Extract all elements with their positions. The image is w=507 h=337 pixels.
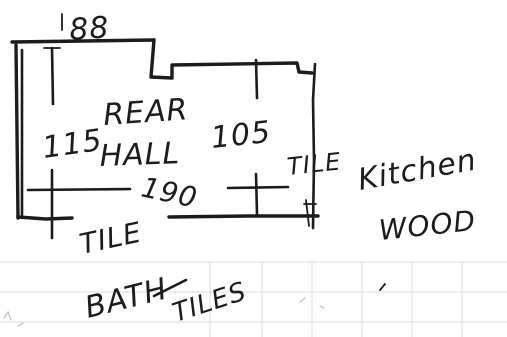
outline-left-wall xyxy=(14,43,20,220)
room-outline xyxy=(10,38,320,230)
horizontal-dimension-right xyxy=(226,185,290,190)
right-vertical-dimension xyxy=(254,58,259,100)
background-grid xyxy=(0,261,507,337)
bottom-dimension-label: 190 xyxy=(139,171,201,215)
room-name-line1: REAR xyxy=(102,92,189,133)
bath-label: BATH xyxy=(81,272,171,326)
outline-top-left xyxy=(10,38,156,44)
left-vertical-dimension xyxy=(50,46,55,106)
stray-mark xyxy=(379,283,386,291)
below-material-label: TILE xyxy=(77,216,145,261)
right-dimension-label: 105 xyxy=(209,115,273,156)
kitchen-material-label: WOOD xyxy=(377,204,477,247)
top-dimension-label: 88 xyxy=(68,10,111,48)
outline-notch xyxy=(149,38,314,80)
dimension-lines xyxy=(26,13,290,240)
right-vertical-dimension-lower xyxy=(254,172,259,216)
room-name-line2: HALL xyxy=(99,136,181,174)
kitchen-label: Kitchen xyxy=(355,143,479,198)
right-material-label: TILE xyxy=(286,147,343,181)
outline-bottom-right xyxy=(167,214,320,219)
outline-right-wall xyxy=(311,62,317,230)
slash-mark xyxy=(152,278,188,298)
horizontal-dimension-left xyxy=(26,187,132,192)
left-dimension-label: 115 xyxy=(40,123,105,166)
outline-bottom-left xyxy=(16,215,74,221)
handwritten-labels: 88 115 REAR HALL 190 105 TILE Kitchen WO… xyxy=(40,10,479,328)
